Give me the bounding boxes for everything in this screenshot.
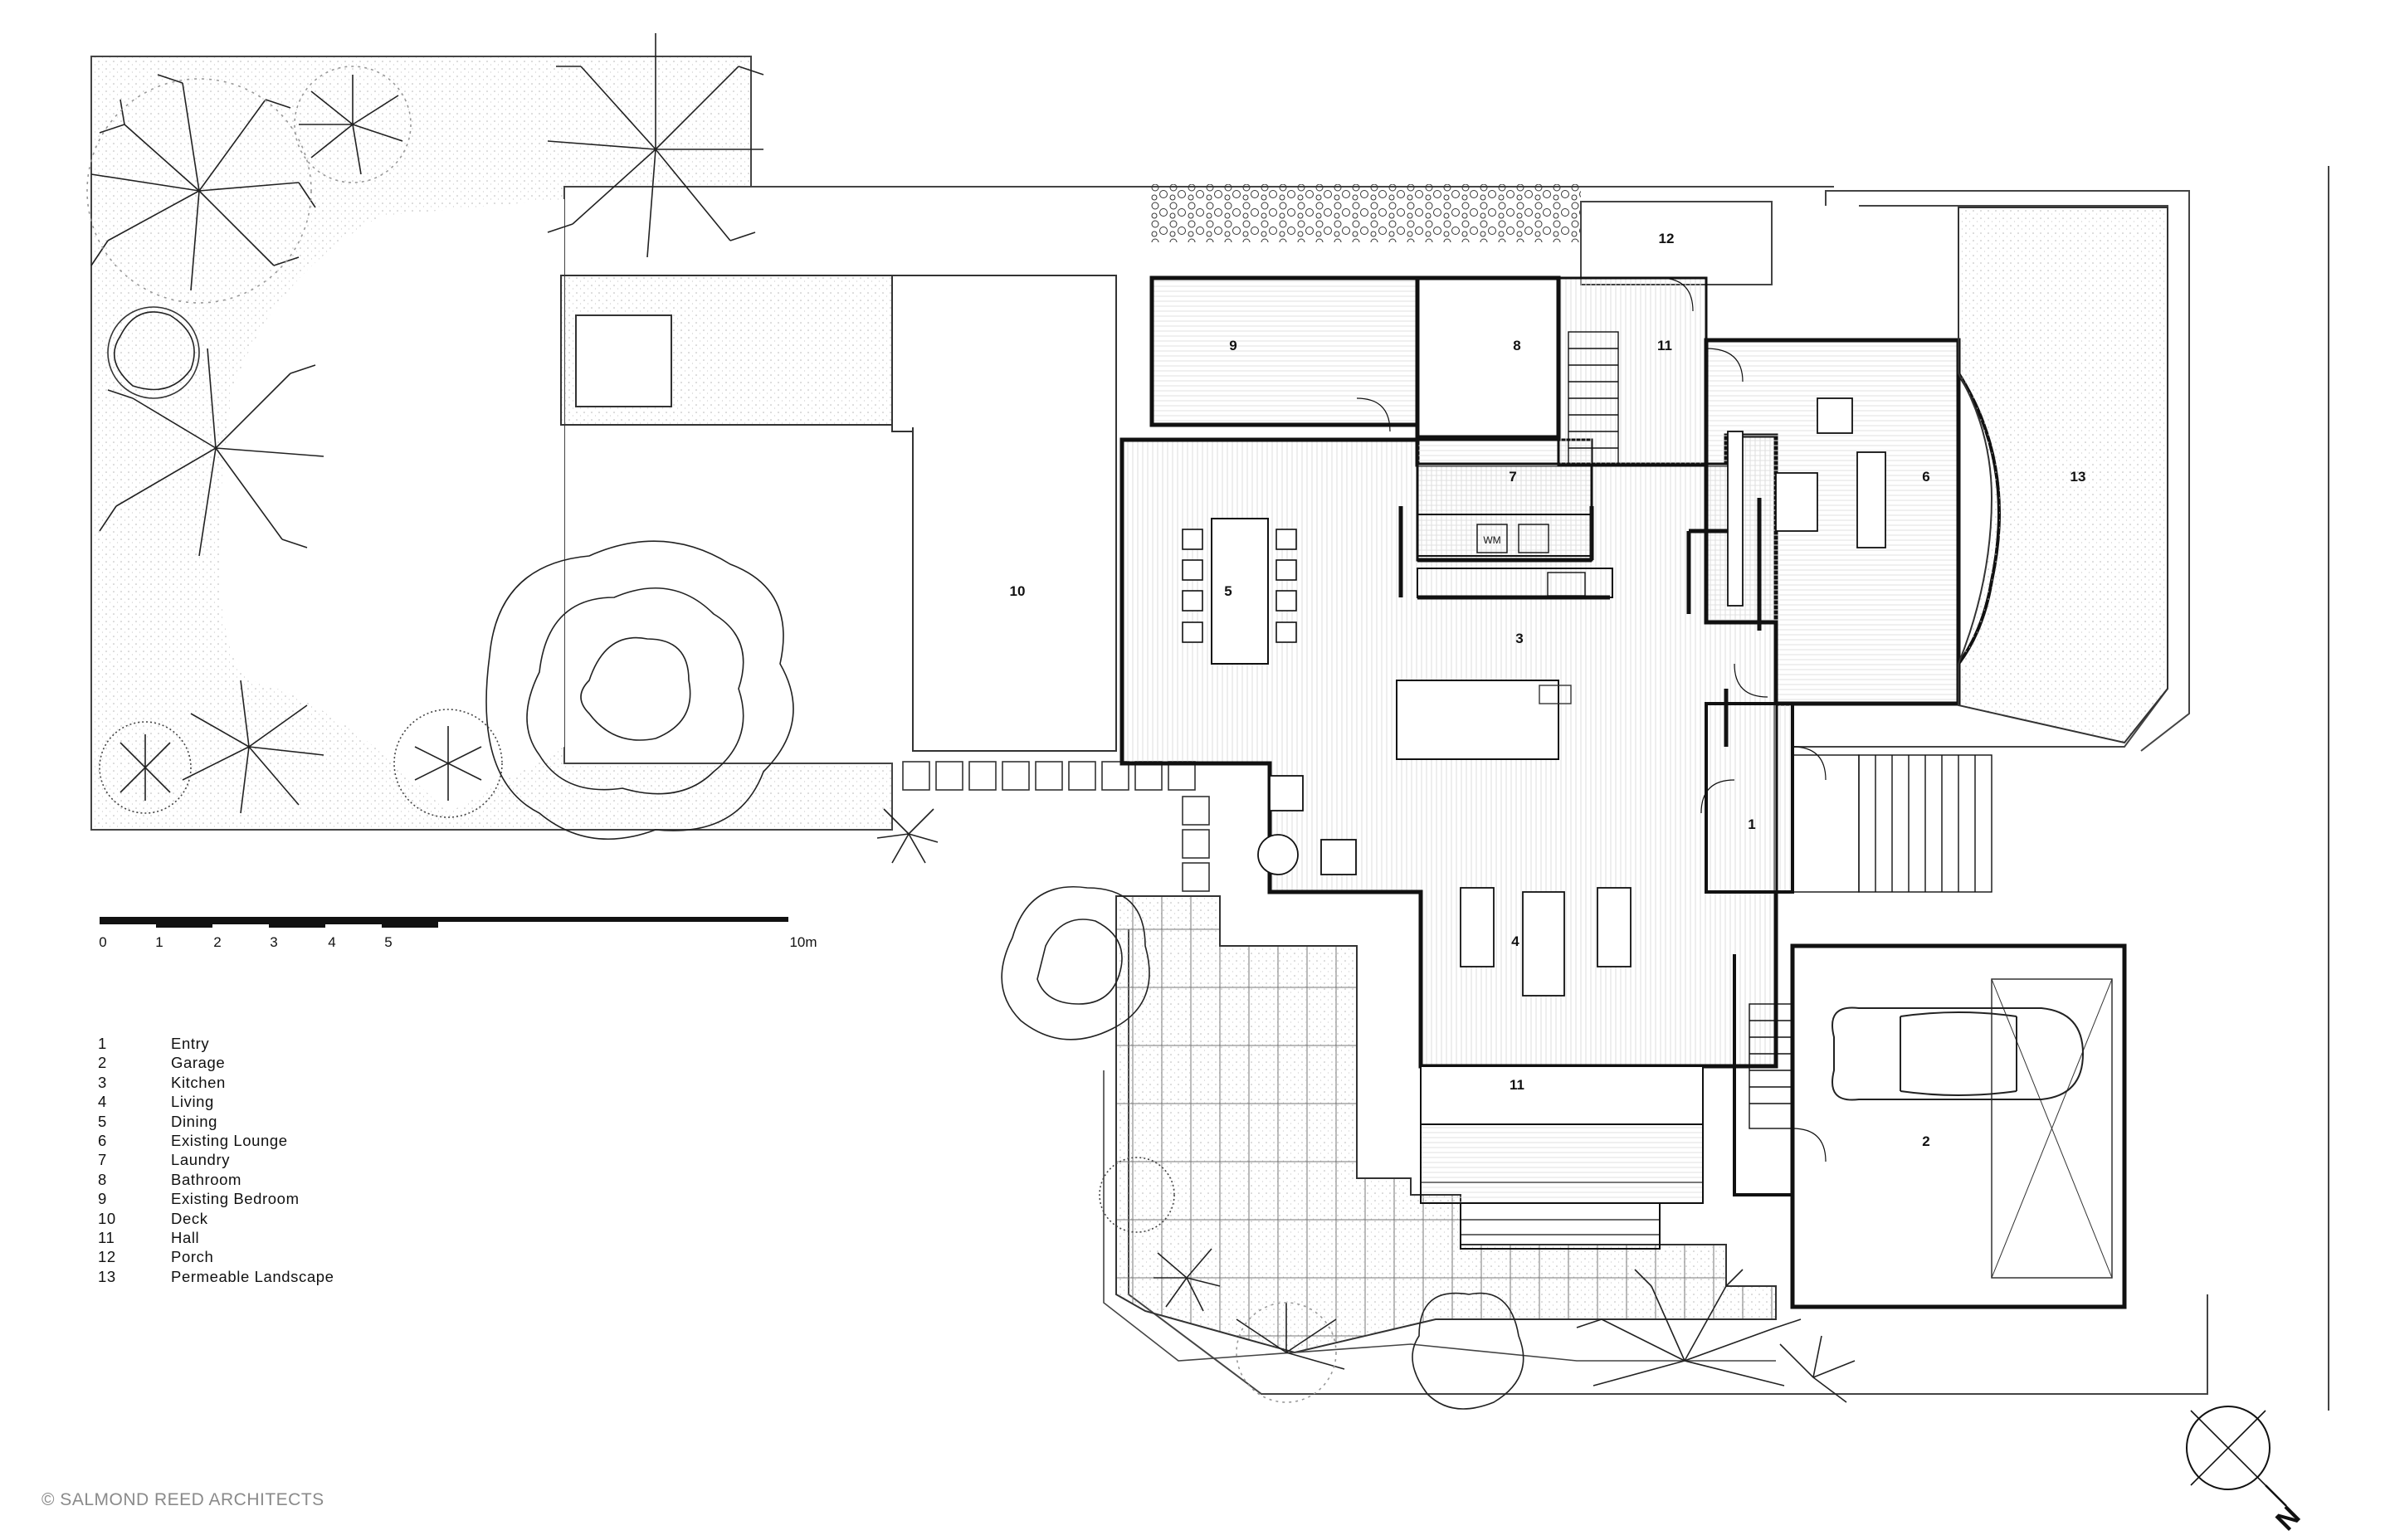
legend-row: 12 Porch xyxy=(98,1247,334,1266)
legend-label: Living xyxy=(171,1093,214,1111)
planter-box xyxy=(560,275,914,426)
stepping-stones xyxy=(902,761,1210,892)
scale-end-label: 10m xyxy=(789,934,817,950)
legend-row: 1 Entry xyxy=(98,1034,334,1053)
legend-num: 6 xyxy=(98,1132,107,1150)
room-label-4: 4 xyxy=(1511,933,1519,949)
north-arrow-label: N xyxy=(2270,1500,2306,1537)
legend-row: 10 Deck xyxy=(98,1209,334,1228)
legend-num: 13 xyxy=(98,1267,116,1285)
legend-num: 5 xyxy=(98,1112,107,1130)
legend-label: Existing Bedroom xyxy=(171,1190,300,1208)
tree-canopies xyxy=(86,33,1856,1410)
legend-label: Hall xyxy=(171,1229,200,1247)
legend-row: 6 Existing Lounge xyxy=(98,1131,334,1150)
legend-num: 3 xyxy=(98,1073,107,1091)
deck-area xyxy=(891,275,1117,752)
legend-row: 8 Bathroom xyxy=(98,1170,334,1189)
scale-tick-0: 0 xyxy=(99,934,106,950)
room-label-10: 10 xyxy=(1010,583,1026,599)
room-label-11-top: 11 xyxy=(1657,338,1672,353)
legend-num: 10 xyxy=(98,1209,116,1227)
legend-label: Porch xyxy=(171,1248,214,1266)
paved-terrace xyxy=(1103,895,1777,1362)
room-label-2: 2 xyxy=(1922,1133,1929,1149)
room-label-1: 1 xyxy=(1748,816,1755,832)
legend-row: 5 Dining xyxy=(98,1112,334,1131)
room-labels: 1 2 3 4 5 6 7 8 9 10 11 11 12 13 WM xyxy=(1010,231,2086,1149)
legend-num: 7 xyxy=(98,1151,107,1169)
scale-tick-1: 1 xyxy=(155,934,163,950)
legend-label: Entry xyxy=(171,1035,210,1052)
room-label-5: 5 xyxy=(1224,583,1232,599)
legend-label: Existing Lounge xyxy=(171,1132,288,1150)
legend-row: 9 Existing Bedroom xyxy=(98,1189,334,1208)
legend-label: Garage xyxy=(171,1054,226,1072)
legend-num: 2 xyxy=(98,1054,107,1072)
legend-num: 9 xyxy=(98,1190,107,1208)
scale-tick-5: 5 xyxy=(384,934,392,950)
room-label-8: 8 xyxy=(1513,338,1520,353)
room-label-13: 13 xyxy=(2071,469,2086,485)
legend-label: Kitchen xyxy=(171,1073,226,1091)
legend-label: Bathroom xyxy=(171,1170,242,1188)
legend-row: 4 Living xyxy=(98,1092,334,1111)
room-label-9: 9 xyxy=(1229,338,1236,353)
legend-num: 8 xyxy=(98,1170,107,1188)
architect-credit: © SALMOND REED ARCHITECTS xyxy=(41,1490,324,1509)
building-floors xyxy=(1119,207,2168,1309)
legend-row: 7 Laundry xyxy=(98,1150,334,1169)
legend-row: 11 Hall xyxy=(98,1228,334,1247)
legend-num: 1 xyxy=(98,1035,107,1052)
scale-tick-3: 3 xyxy=(270,934,277,950)
legend-num: 11 xyxy=(98,1229,115,1247)
room-label-6: 6 xyxy=(1922,469,1929,485)
scale-tick-2: 2 xyxy=(213,934,221,950)
room-label-12: 12 xyxy=(1659,231,1675,246)
room-label-7: 7 xyxy=(1509,469,1516,485)
scale-bar: 0 1 2 3 4 5 10m xyxy=(99,917,817,950)
room-label-11-bottom: 11 xyxy=(1510,1077,1524,1093)
legend-row: 13 Permeable Landscape xyxy=(98,1267,334,1286)
north-arrow: N xyxy=(2186,1406,2306,1537)
legend-num: 12 xyxy=(98,1248,116,1266)
legend-row: 2 Garage xyxy=(98,1053,334,1072)
washing-machine-label: WM xyxy=(1483,534,1500,546)
legend-label: Dining xyxy=(171,1112,218,1130)
scale-tick-4: 4 xyxy=(328,934,335,950)
room-label-3: 3 xyxy=(1515,631,1523,646)
site-landscape xyxy=(90,56,2329,1411)
legend-label: Permeable Landscape xyxy=(171,1267,334,1285)
legend-num: 4 xyxy=(98,1093,107,1111)
legend-label: Deck xyxy=(171,1209,208,1227)
legend-row: 3 Kitchen xyxy=(98,1073,334,1092)
legend-label: Laundry xyxy=(171,1151,231,1169)
